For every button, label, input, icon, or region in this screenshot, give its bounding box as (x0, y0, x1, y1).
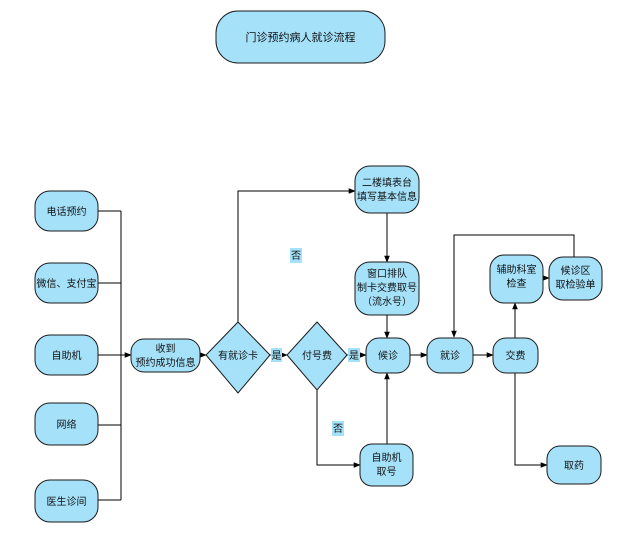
node-consultation-box (426, 337, 474, 374)
node-wechat-alipay-box (34, 262, 99, 304)
node-auxiliary-exam: 辅助科室 检查 (489, 254, 544, 304)
node-waiting-label: 候诊 (378, 349, 398, 362)
edge-label-no1-bg (290, 248, 302, 263)
edge-paid-kioskticket (316, 390, 361, 468)
node-phone-booking: 电话预约 (34, 190, 99, 232)
flowchart-title: 门诊预约病人就诊流程 (215, 10, 386, 64)
node-doctor-room: 医生诊间 (34, 479, 99, 523)
node-medicine-pickup-box (546, 445, 602, 485)
decision-paid-fee-diamond (286, 321, 348, 391)
decision-has-card: 有就诊卡 (205, 321, 271, 394)
node-self-service-kiosk-label: 自助机 (52, 349, 82, 362)
flowchart-title-text: 门诊预约病人就诊流程 (246, 30, 356, 44)
node-test-result-pickup-line2: 取检验单 (556, 278, 596, 291)
node-test-result-pickup-line1: 候诊区 (561, 264, 591, 277)
node-floor2-form-desk-box (354, 165, 420, 214)
node-self-service-kiosk: 自助机 (34, 334, 99, 376)
node-medicine-pickup-label: 取药 (564, 460, 584, 472)
node-consultation-label: 就诊 (440, 349, 460, 362)
edge-hascard-floor2 (237, 188, 356, 322)
node-medicine-pickup: 取药 (546, 445, 602, 485)
edge-label-no2: 否 (333, 423, 343, 435)
edge-label-yes1: 是 (272, 350, 282, 362)
nodes: 门诊预约病人就诊流程 电话预约 微信、支付宝 自助机 网络 医生诊间 收到 预约 (34, 10, 603, 523)
node-phone-booking-label: 电话预约 (47, 205, 87, 218)
node-booking-received-line2: 预约成功信息 (136, 356, 196, 369)
node-floor2-form-desk: 二楼填表台 填写基本信息 (354, 165, 420, 214)
node-self-service-kiosk-box (34, 334, 99, 376)
node-payment-label: 交费 (506, 349, 526, 362)
node-online: 网络 (34, 402, 99, 446)
node-booking-received-box (130, 338, 201, 373)
node-kiosk-ticket-box (359, 443, 414, 487)
node-booking-received: 收到 预约成功信息 (130, 338, 201, 373)
node-window-queue-box (354, 261, 420, 316)
edge-label-yes2: 是 (349, 350, 359, 362)
edge-pay-medicine (514, 373, 548, 468)
edge-label-yes2-bg (348, 348, 360, 362)
edge-label-no1: 否 (291, 250, 301, 262)
node-waiting: 候诊 (365, 337, 411, 374)
node-test-result-pickup: 候诊区 取检验单 (548, 256, 603, 301)
node-window-queue-line2: 制卡交费取号 (357, 281, 417, 294)
node-test-result-pickup-box (548, 256, 603, 301)
edge-label-no2-bg (332, 421, 344, 436)
node-auxiliary-exam-box (489, 254, 544, 304)
node-online-box (34, 402, 99, 446)
node-floor2-form-desk-line1: 二楼填表台 (362, 176, 412, 189)
node-kiosk-ticket: 自助机 取号 (359, 443, 414, 487)
node-auxiliary-exam-line2: 检查 (507, 277, 527, 290)
edge-result-consult (451, 234, 575, 338)
node-payment: 交费 (492, 337, 539, 374)
node-payment-box (492, 337, 539, 374)
node-floor2-form-desk-line2: 填写基本信息 (357, 190, 417, 203)
node-booking-received-line1: 收到 (156, 342, 176, 355)
node-phone-booking-box (34, 190, 99, 232)
decision-paid-fee: 付号费 (286, 321, 348, 391)
node-kiosk-ticket-line2: 取号 (377, 466, 397, 478)
node-auxiliary-exam-line1: 辅助科室 (497, 263, 537, 276)
node-online-label: 网络 (57, 418, 77, 431)
decision-has-card-diamond (205, 321, 271, 394)
flowchart-title-box (215, 10, 386, 64)
node-wechat-alipay-label: 微信、支付宝 (37, 277, 97, 290)
node-doctor-room-label: 医生诊间 (47, 495, 87, 508)
decision-has-card-label: 有就诊卡 (218, 349, 258, 362)
edge-labels: 是 是 否 否 (271, 248, 360, 436)
node-window-queue: 窗口排队 制卡交费取号 （流水号） (354, 261, 420, 316)
node-waiting-box (365, 337, 411, 374)
node-wechat-alipay: 微信、支付宝 (34, 262, 99, 304)
node-window-queue-line1: 窗口排队 (367, 267, 407, 280)
edges (98, 188, 575, 501)
node-window-queue-line3: （流水号） (362, 295, 412, 308)
node-doctor-room-box (34, 479, 99, 523)
edge-label-yes1-bg (271, 348, 282, 362)
node-kiosk-ticket-line1: 自助机 (372, 451, 402, 464)
node-consultation: 就诊 (426, 337, 474, 374)
decision-paid-fee-label: 付号费 (302, 349, 332, 362)
